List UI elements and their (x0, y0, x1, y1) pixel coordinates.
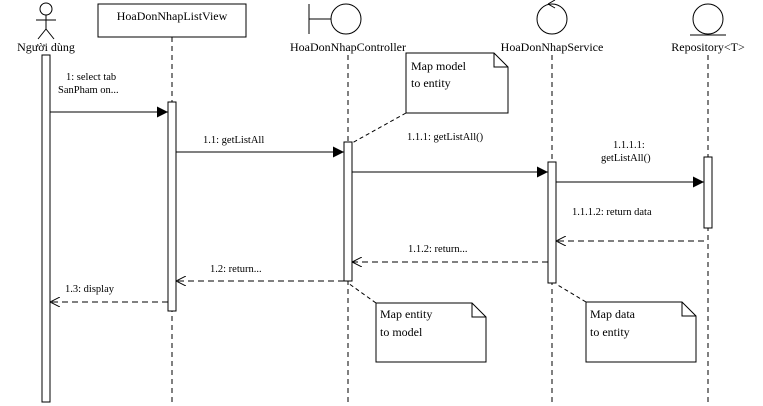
note-service-bottom-shape (585, 301, 697, 363)
message-1-1-1-2-label: 1.1.1.2: return data (572, 207, 652, 218)
participant-controller-label: HoaDonNhapController (290, 40, 406, 54)
note-service-bottom-connector (555, 283, 587, 303)
note-service-bottom: Map data to entity (555, 283, 697, 363)
participant-view: HoaDonNhapListView (97, 3, 247, 402)
message-1-1-1-2: 1.1.1.2: return data (556, 207, 704, 241)
note-controller-bottom: Map entity to model (347, 282, 487, 363)
participant-repository-label: Repository<T> (671, 40, 745, 54)
message-1-1-1-label: 1.1.1: getListAll() (407, 132, 484, 143)
participant-service: HoaDonNhapService (501, 0, 604, 402)
activation-view (167, 101, 177, 312)
participant-view-label: HoaDonNhapListView (117, 9, 228, 23)
message-1-1-2: 1.1.2: return... (352, 244, 548, 262)
activation-user (41, 54, 51, 403)
message-1-label-line2: SanPham on... (58, 85, 119, 96)
note-controller-bottom-shape (375, 302, 487, 363)
message-1-1: 1.1: getListAll (176, 135, 344, 158)
message-1-3-label: 1.3: display (65, 284, 115, 295)
note-controller-top-connector (351, 112, 407, 144)
message-1-2: 1.2: return... (176, 264, 344, 281)
participant-service-label: HoaDonNhapService (501, 40, 604, 54)
entity-icon (690, 3, 726, 36)
actor-icon (36, 2, 56, 40)
message-1-1-1-1-label-line1: 1.1.1.1: (613, 140, 645, 151)
note-controller-bottom-line2: to model (380, 325, 423, 339)
message-1-1-1: 1.1.1: getListAll() (352, 132, 548, 178)
message-1-1-label: 1.1: getListAll (203, 135, 264, 146)
activation-controller (343, 141, 353, 282)
note-controller-top-shape (405, 52, 509, 114)
note-service-bottom-line2: to entity (590, 325, 630, 339)
note-controller-top-line1: Map model (411, 59, 467, 73)
note-service-bottom-line1: Map data (590, 307, 636, 321)
note-controller-bottom-connector (347, 282, 377, 304)
activation-service (547, 161, 557, 284)
message-1-1-1-1-label-line2: getListAll() (601, 153, 651, 164)
message-1: 1: select tab SanPham on... (50, 72, 168, 118)
control-icon (536, 0, 568, 35)
message-1-1-2-label: 1.1.2: return... (408, 244, 468, 255)
message-1-1-1-1: 1.1.1.1: getListAll() (556, 140, 704, 188)
participant-user-label: Người dùng (17, 40, 75, 54)
message-1-2-label: 1.2: return... (210, 264, 262, 275)
note-controller-top-line2: to entity (411, 76, 451, 90)
message-1-3: 1.3: display (50, 284, 168, 302)
note-controller-top: Map model to entity (351, 52, 509, 144)
note-controller-bottom-line1: Map entity (380, 307, 432, 321)
message-1-label-line1: 1: select tab (66, 72, 116, 83)
activation-repository (703, 156, 713, 229)
boundary-icon (308, 3, 362, 35)
